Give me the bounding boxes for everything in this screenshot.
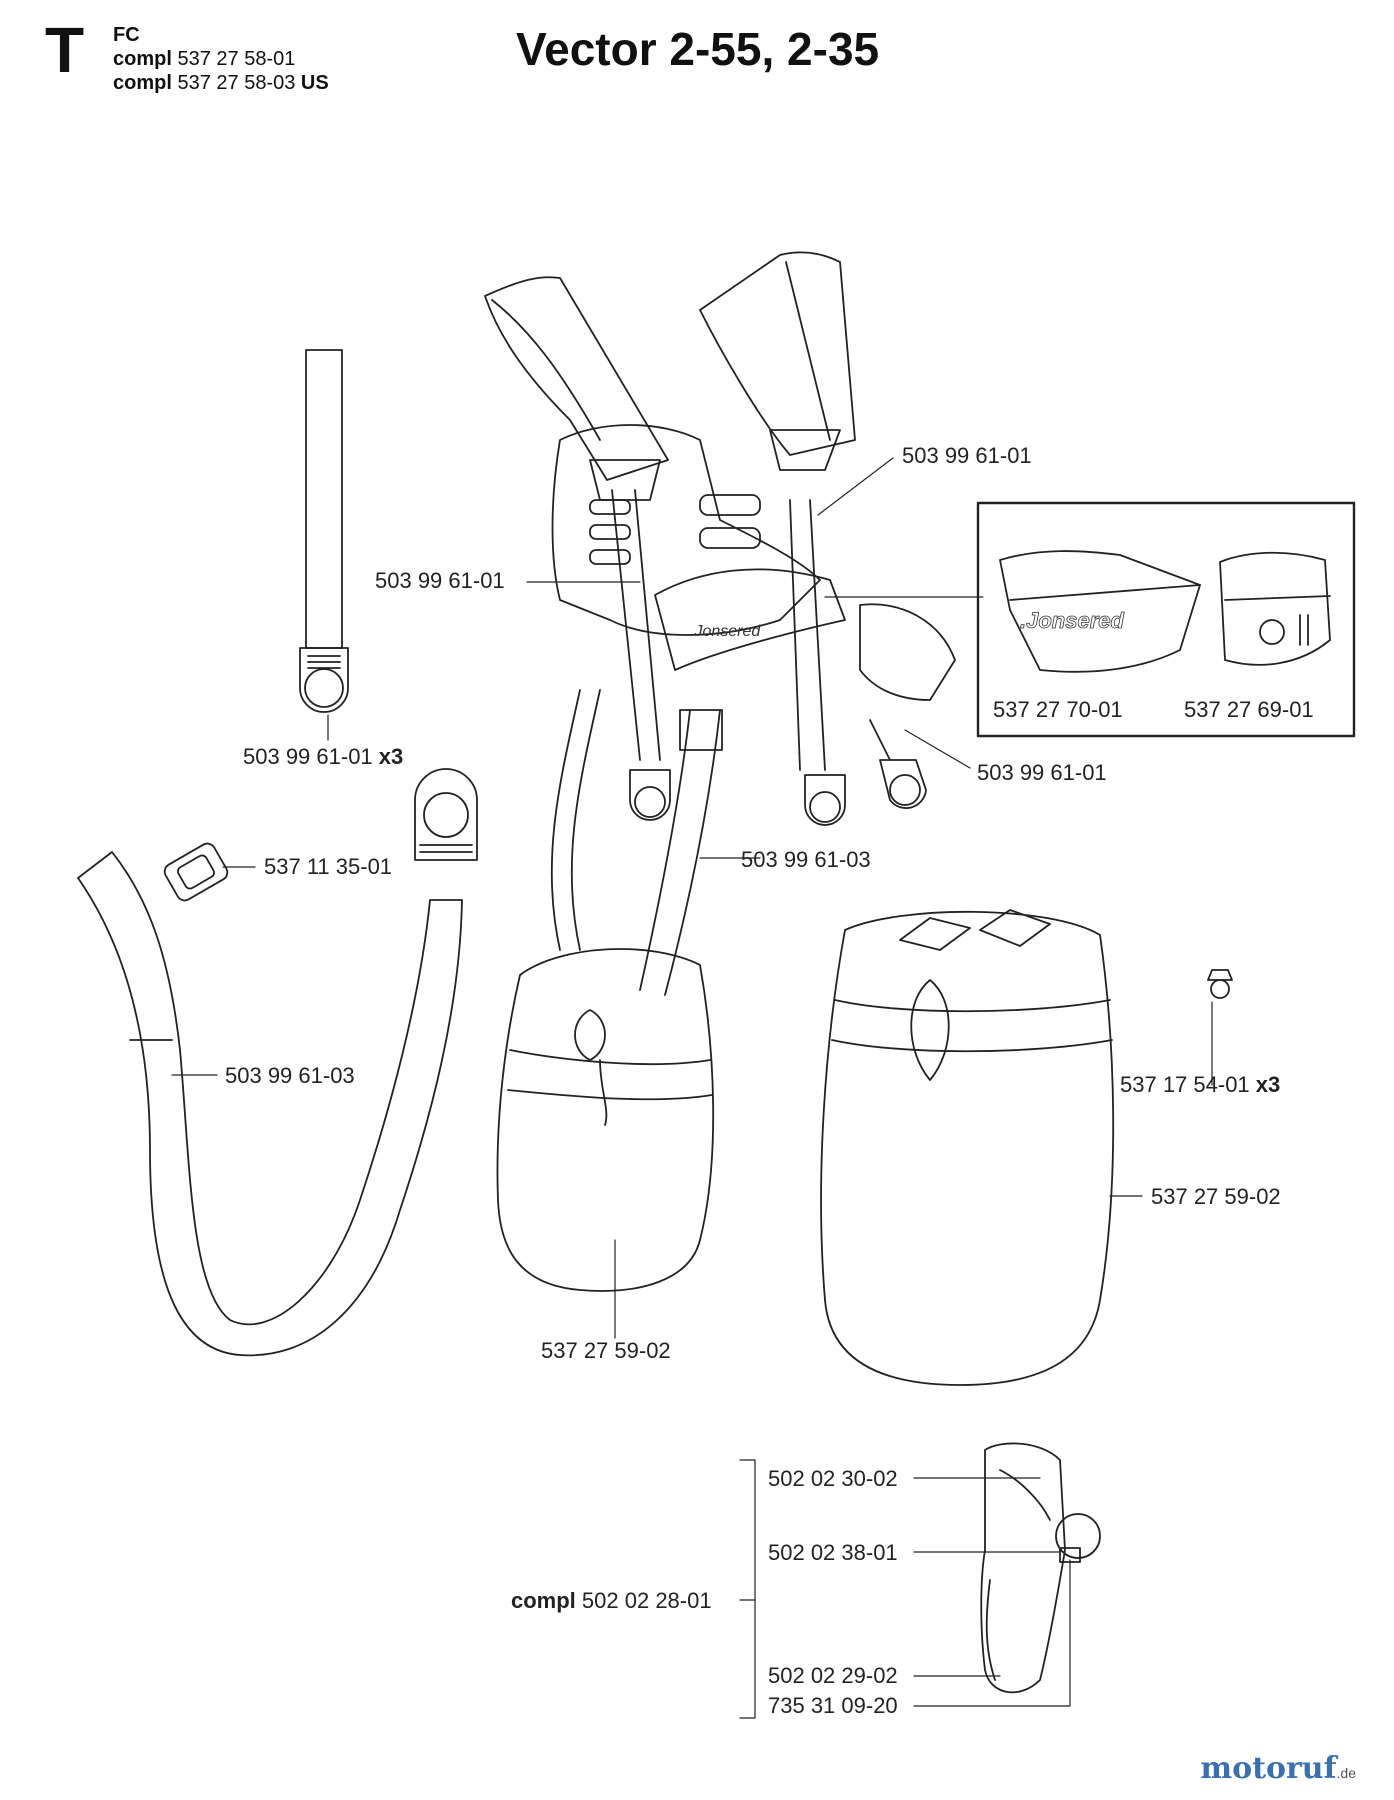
label-buckle: 537 11 35-01 — [264, 854, 393, 879]
hip-pad-right-drawing — [821, 910, 1232, 1385]
label-hook-4: 735 31 09-20 — [768, 1693, 898, 1718]
header-compl-2: compl 537 27 58-03 US — [113, 72, 329, 94]
leader-lines — [172, 458, 1212, 1718]
label-left-strap: 503 99 61-03 — [225, 1063, 355, 1088]
compl-prefix: compl — [511, 1588, 576, 1613]
part-number: 502 02 28-01 — [581, 1588, 712, 1613]
label-hook-compl: compl 502 02 28-01 — [511, 1589, 712, 1613]
compl-prefix: compl — [113, 48, 172, 70]
header-fc: FC — [113, 24, 140, 46]
part-qty: x3 — [1255, 1072, 1281, 1097]
region-suffix: US — [300, 72, 329, 94]
page-title: Vector 2-55, 2-35 — [516, 23, 880, 75]
part-number: 537 17 54-01 — [1120, 1072, 1250, 1097]
watermark: motoruf.de — [1200, 1751, 1356, 1786]
left-strap-drawing — [78, 769, 477, 1355]
buckle-drawing — [162, 841, 230, 904]
watermark-suffix: .de — [1336, 1765, 1356, 1781]
label-hip-pad-left: 537 27 59-02 — [541, 1338, 671, 1363]
label-hip-pad-right: 537 27 59-02 — [1151, 1184, 1281, 1209]
label-inset-right: 537 27 69-01 — [1184, 697, 1314, 722]
compl-number: 537 27 58-01 — [177, 48, 296, 70]
label-single-strap: 503 99 61-01 x3 — [243, 745, 403, 769]
watermark-text: motoruf — [1200, 1751, 1337, 1786]
header-compl-1: compl 537 27 58-01 — [113, 48, 295, 70]
compl-number: 537 27 58-03 — [177, 72, 296, 94]
label-screw: 537 17 54-01 x3 — [1120, 1073, 1280, 1097]
single-strap-drawing — [300, 350, 348, 712]
label-right-loop: 503 99 61-01 — [977, 760, 1107, 785]
harness-brand-text: .Jonsered — [690, 623, 761, 640]
label-hook-3: 502 02 29-02 — [768, 1663, 898, 1688]
label-center-strap: 503 99 61-03 — [741, 847, 871, 872]
part-number: 503 99 61-01 — [243, 744, 373, 769]
hip-pad-left-drawing — [497, 949, 713, 1291]
inset-brand-text: .Jonsered — [1020, 608, 1124, 633]
inset-box-drawing: .Jonsered — [978, 503, 1354, 736]
compl-prefix: compl — [113, 72, 172, 94]
label-upper-right-strap: 503 99 61-01 — [902, 443, 1032, 468]
header-fc-text: FC — [113, 24, 140, 46]
part-qty: x3 — [378, 744, 404, 769]
hook-assembly-drawing — [981, 1443, 1100, 1692]
label-hook-1: 502 02 30-02 — [768, 1466, 898, 1491]
label-left-harness: 503 99 61-01 — [375, 568, 505, 593]
section-letter: T — [45, 14, 85, 86]
harness-drawing: .Jonsered — [485, 252, 955, 995]
label-hook-2: 502 02 38-01 — [768, 1540, 898, 1565]
label-inset-left: 537 27 70-01 — [993, 697, 1123, 722]
